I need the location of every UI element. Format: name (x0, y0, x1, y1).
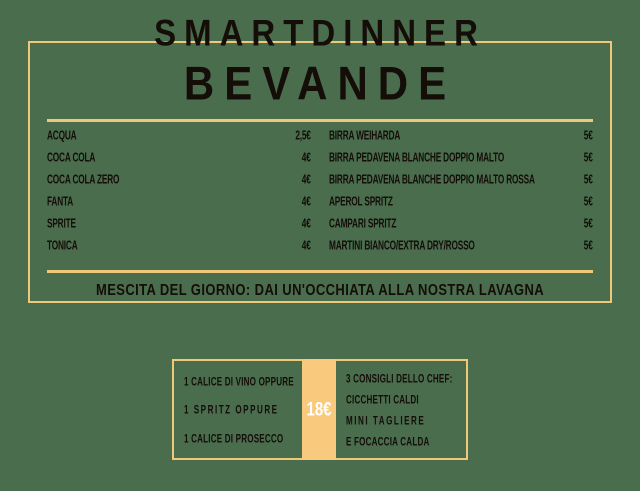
drink-price: 4€ (302, 237, 311, 253)
page-title: BEVANDE (183, 57, 457, 110)
drink-name: CAMPARI SPRITZ (329, 215, 397, 231)
smartdinner-panel: 1 CALICE DI VINO OPPURE 1 SPRITZ OPPURE … (172, 359, 468, 460)
table-row: ACQUA 2,5€ (47, 127, 312, 152)
table-row: COCA COLA ZERO 4€ (47, 171, 311, 196)
list-item: CICCHETTI CALDI (346, 391, 419, 407)
drink-price: 5€ (584, 127, 593, 143)
mescita-note: MESCITA DEL GIORNO: DAI UN'OCCHIATA ALLA… (95, 280, 545, 299)
drink-price: 4€ (302, 171, 311, 187)
list-item: 3 CONSIGLI DELLO CHEF: (346, 370, 453, 385)
drink-price: 5€ (584, 215, 593, 231)
drink-name: ACQUA (47, 127, 77, 143)
drinks-column-left: ACQUA 2,5€ COCA COLA 4€ COCA COLA ZERO 4… (47, 127, 312, 262)
smartdinner-price: 18€ (306, 398, 332, 421)
table-row: MARTINI BIANCO/EXTRA DRY/ROSSO 5€ (329, 237, 593, 262)
smartdinner-food-options: 3 CONSIGLI DELLO CHEF: CICCHETTI CALDI M… (336, 361, 466, 458)
list-item: 1 SPRITZ OPPURE (184, 402, 279, 417)
table-row: APEROL SPRITZ 5€ (329, 193, 593, 218)
drink-name: TONICA (47, 237, 78, 253)
drink-name: SPRITE (47, 215, 76, 231)
table-row: CAMPARI SPRITZ 5€ (329, 215, 593, 240)
drink-name: MARTINI BIANCO/EXTRA DRY/ROSSO (329, 237, 475, 253)
drink-name: COCA COLA (47, 149, 96, 165)
drink-price: 2,5€ (295, 127, 312, 143)
smartdinner-drink-options: 1 CALICE DI VINO OPPURE 1 SPRITZ OPPURE … (174, 361, 302, 458)
divider-top (47, 119, 593, 122)
drink-price: 5€ (584, 149, 593, 165)
divider-bottom (47, 270, 593, 273)
table-row: FANTA 4€ (47, 193, 311, 218)
table-row: BIRRA WEIHARDA 5€ (329, 127, 593, 152)
drink-name: BIRRA PEDAVENA BLANCHE DOPPIO MALTO ROSS… (329, 171, 535, 187)
list-item: MINI TAGLIERE (346, 412, 426, 428)
drink-name: BIRRA PEDAVENA BLANCHE DOPPIO MALTO (329, 149, 505, 165)
table-row: COCA COLA 4€ (47, 149, 311, 174)
table-row: BIRRA PEDAVENA BLANCHE DOPPIO MALTO ROSS… (329, 171, 593, 196)
smartdinner-price-badge: 18€ (302, 359, 336, 460)
drink-price: 4€ (302, 193, 311, 209)
drink-price: 5€ (584, 237, 593, 253)
drinks-column-right: BIRRA WEIHARDA 5€ BIRRA PEDAVENA BLANCHE… (329, 127, 593, 262)
drink-name: COCA COLA ZERO (47, 171, 120, 187)
drink-price: 5€ (584, 193, 593, 209)
table-row: TONICA 4€ (47, 237, 311, 262)
drink-name: FANTA (47, 193, 74, 209)
drinks-columns: ACQUA 2,5€ COCA COLA 4€ COCA COLA ZERO 4… (47, 127, 593, 262)
drink-name: APEROL SPRITZ (329, 193, 393, 209)
drink-price: 5€ (584, 171, 593, 187)
list-item: 1 CALICE DI PROSECCO (184, 430, 284, 446)
drink-price: 4€ (302, 149, 311, 165)
table-row: SPRITE 4€ (47, 215, 311, 240)
list-item: E FOCACCIA CALDA (346, 434, 430, 449)
smartdinner-title: SMARTDINNER (154, 11, 486, 54)
bevande-panel: BEVANDE ACQUA 2,5€ COCA COLA 4€ COCA COL… (28, 41, 612, 303)
list-item: 1 CALICE DI VINO OPPURE (184, 373, 294, 389)
table-row: BIRRA PEDAVENA BLANCHE DOPPIO MALTO 5€ (329, 149, 593, 174)
drink-name: BIRRA WEIHARDA (329, 127, 401, 143)
drink-price: 4€ (302, 215, 311, 231)
